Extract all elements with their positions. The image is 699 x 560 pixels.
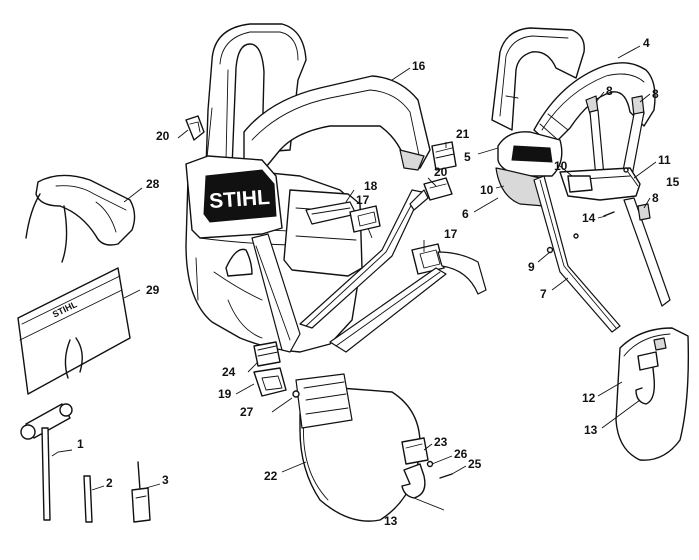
part-20-right [423,177,453,201]
callout-13b: 13 [384,514,398,528]
callout-21: 21 [456,127,470,141]
full-harness: STIHL [185,23,487,522]
callout-17a: 17 [356,193,370,207]
shoulder-harness: STIHL [491,27,690,461]
screw-9 [546,246,554,254]
callout-11: 11 [658,153,671,167]
belt-strap [437,251,487,295]
callout-labels: 1 2 3 4 5 6 7 8 8 8 9 10 10 11 12 13 13 … [77,36,680,528]
harness-logo-plate [511,145,553,163]
callout-25: 25 [468,457,482,471]
screw-15 [623,167,629,173]
shoulder-pad-right [533,62,656,147]
callout-24: 24 [222,365,236,379]
callout-13a: 13 [584,423,598,437]
callout-8a: 8 [606,84,613,98]
callout-26: 26 [454,447,468,461]
part-20-left [185,115,205,141]
callout-20b: 20 [434,165,448,179]
callout-3: 3 [162,473,169,487]
rivet-27 [292,390,300,398]
shoulder-pad-left [491,27,585,131]
screwdriver-icon [131,461,151,523]
callout-20a: 20 [156,129,170,143]
callout-18: 18 [364,179,378,193]
back-strap-a [589,109,605,179]
back-strap-b [621,111,645,177]
callout-6: 6 [462,207,469,221]
callout-9: 9 [528,260,535,274]
buckle-19 [253,367,287,397]
callout-10a: 10 [554,159,568,173]
belt-webbing [329,267,447,353]
hip-pad-12 [615,327,690,461]
shoulder-strap-16 [243,75,431,173]
callout-23: 23 [434,435,448,449]
combination-wrench-icon [20,403,73,521]
callout-28: 28 [146,177,160,191]
callout-15: 15 [666,175,680,189]
callout-8c: 8 [652,191,659,205]
callout-27: 27 [240,405,254,419]
callout-12: 12 [582,391,596,405]
callout-8b: 8 [652,87,659,101]
callout-7: 7 [540,287,547,301]
screw-9b [573,233,579,239]
strap-7 [533,175,621,333]
screw-14 [603,211,615,217]
logo-plate [203,169,277,223]
callout-14: 14 [582,211,596,225]
tab-8c [637,203,651,221]
callout-10b: 10 [480,183,494,197]
callout-1: 1 [77,437,84,451]
snap-hook-13a [635,357,656,405]
webbing-left [251,233,301,353]
strap-right-down [623,197,671,307]
callout-16: 16 [412,59,426,73]
rod-2 [83,475,93,523]
callout-17b: 17 [444,227,458,241]
callout-22: 22 [264,469,278,483]
pad-cutout [225,248,253,277]
callout-5: 5 [464,150,471,164]
safety-glasses-icon [25,174,136,263]
callout-19: 19 [218,387,232,401]
callout-29: 29 [146,283,160,297]
leader-lines [51,45,657,511]
callout-4: 4 [643,36,650,50]
snap-hook-icon [401,437,453,499]
callout-2: 2 [106,476,113,490]
tool-pouch-icon: STIHL [17,267,131,395]
main-logo-text: STIHL [208,186,270,213]
harness-logo-text: STIHL [516,148,549,163]
